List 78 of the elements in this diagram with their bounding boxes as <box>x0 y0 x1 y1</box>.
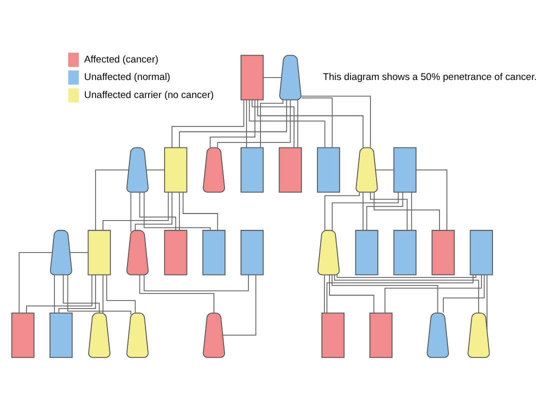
connector <box>54 274 55 313</box>
connector <box>324 274 325 313</box>
connector <box>332 191 399 230</box>
connector <box>106 274 136 313</box>
connector <box>70 252 88 253</box>
connector <box>18 252 53 313</box>
connector <box>26 274 92 313</box>
connector <box>67 274 132 315</box>
node-person <box>393 146 416 192</box>
connector <box>262 76 282 78</box>
node-person <box>369 312 393 358</box>
connector <box>210 99 256 148</box>
connector <box>102 191 169 230</box>
connector <box>324 192 360 230</box>
legend-label: Affected (cancer) <box>84 54 158 65</box>
node-person <box>164 146 188 192</box>
legend-label: Unaffected carrier (no cancer) <box>84 89 214 100</box>
node-person <box>316 146 340 192</box>
connector <box>102 274 104 313</box>
legend-label: Unaffected (normal) <box>84 72 170 83</box>
connector <box>182 191 218 230</box>
node-person <box>278 146 302 192</box>
connector <box>178 192 180 230</box>
connector <box>375 169 394 170</box>
connector <box>336 274 476 278</box>
node-person <box>470 229 493 275</box>
node-person <box>11 312 34 358</box>
node-person <box>468 312 490 358</box>
node-person <box>317 229 340 275</box>
connector <box>300 97 333 148</box>
node-person <box>50 312 73 358</box>
node-person <box>88 229 111 275</box>
connector <box>252 98 294 148</box>
connector <box>486 274 488 330</box>
connector <box>411 192 412 230</box>
connector <box>248 98 326 148</box>
connector <box>222 274 256 336</box>
connector <box>144 192 211 230</box>
connector <box>257 98 364 148</box>
node-person <box>355 229 378 275</box>
node-person <box>393 229 416 275</box>
connector <box>442 274 485 313</box>
connector <box>416 169 448 230</box>
connector <box>95 169 130 230</box>
connector <box>139 274 214 313</box>
node-person <box>240 229 264 275</box>
node-person <box>202 146 226 192</box>
node-person <box>126 146 149 192</box>
node-person <box>240 54 264 100</box>
connector <box>146 169 165 170</box>
connector <box>246 98 247 148</box>
connector <box>172 99 244 148</box>
connector <box>374 191 440 230</box>
connector <box>300 95 371 148</box>
node-person <box>88 312 110 358</box>
node-person <box>126 229 149 275</box>
connector <box>332 274 438 313</box>
connector <box>329 274 374 313</box>
connector <box>297 98 298 148</box>
connector <box>384 274 482 313</box>
connector <box>260 99 284 148</box>
connector <box>144 274 249 291</box>
node-person <box>321 312 345 358</box>
node-person <box>240 146 264 192</box>
node-person <box>50 229 72 275</box>
connector <box>362 192 364 230</box>
node-person <box>279 54 302 100</box>
node-person <box>126 312 149 358</box>
connector <box>217 98 291 148</box>
node-person <box>164 229 188 275</box>
label: This diagram shows a 50% penetrance of cancer. <box>322 72 537 83</box>
node-person <box>202 229 226 275</box>
connector <box>130 192 132 232</box>
connector <box>178 98 288 148</box>
node-person <box>426 312 449 358</box>
node-person <box>202 312 226 358</box>
node-person <box>356 146 378 192</box>
node-person <box>432 229 455 275</box>
